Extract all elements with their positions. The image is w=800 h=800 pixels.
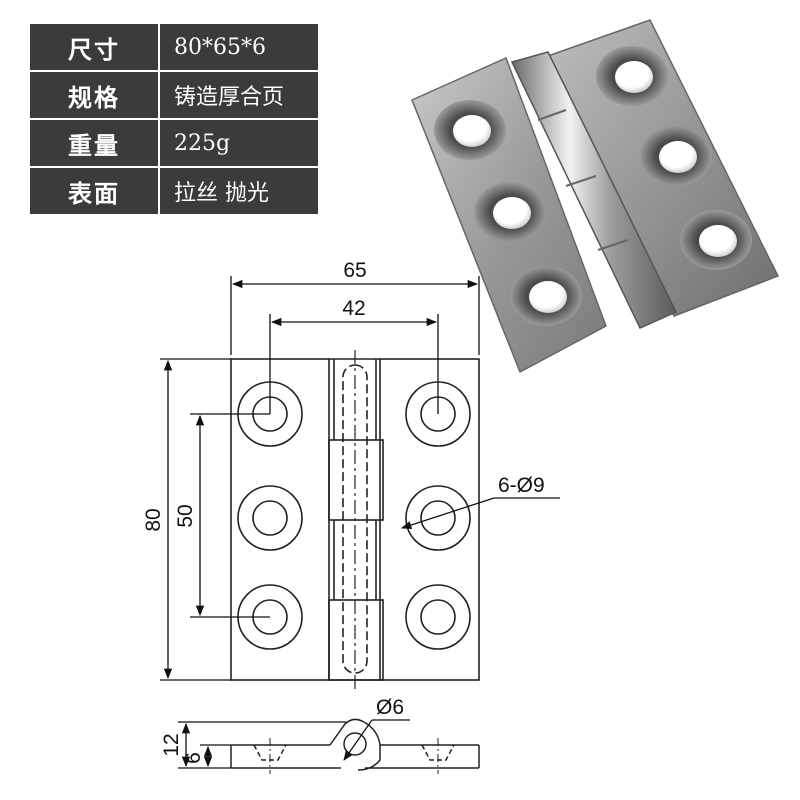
dim-overall-height: 80 (142, 508, 165, 531)
spec-row-weight: 重量 225g (28, 118, 320, 168)
dim-thickness-leaf: 6 (182, 752, 205, 764)
spec-row-spec: 规格 铸造厚合页 (28, 70, 320, 120)
spec-key: 尺寸 (28, 22, 160, 72)
dim-hole-spacing-y: 50 (174, 504, 197, 527)
spec-value: 拉丝 抛光 (158, 166, 320, 216)
dim-overall-width: 65 (343, 259, 366, 282)
dim-hole-spacing-x: 42 (342, 297, 365, 320)
hinge-photo (411, 19, 780, 374)
dim-thickness-total: 12 (160, 733, 183, 756)
dim-holes: 6-Ø9 (498, 474, 545, 497)
spec-value: 80*65*6 (158, 22, 320, 72)
spec-key: 重量 (28, 118, 160, 168)
spec-row-size: 尺寸 80*65*6 (28, 22, 320, 72)
spec-row-surface: 表面 拉丝 抛光 (28, 166, 320, 216)
side-dimension-lines (178, 719, 410, 769)
spec-value: 铸造厚合页 (158, 70, 320, 120)
spec-value: 225g (158, 118, 320, 168)
dimension-lines (160, 276, 560, 681)
spec-key: 表面 (28, 166, 160, 216)
hinge-drawing-side (230, 718, 480, 774)
spec-key: 规格 (28, 70, 160, 120)
dim-pin-diameter: Ø6 (376, 696, 404, 719)
spec-table: 尺寸 80*65*6 规格 铸造厚合页 重量 225g 表面 拉丝 抛光 (28, 22, 320, 216)
hinge-drawing-front (230, 350, 480, 692)
photo-holes-left (434, 100, 582, 326)
photo-holes-right (596, 46, 752, 270)
